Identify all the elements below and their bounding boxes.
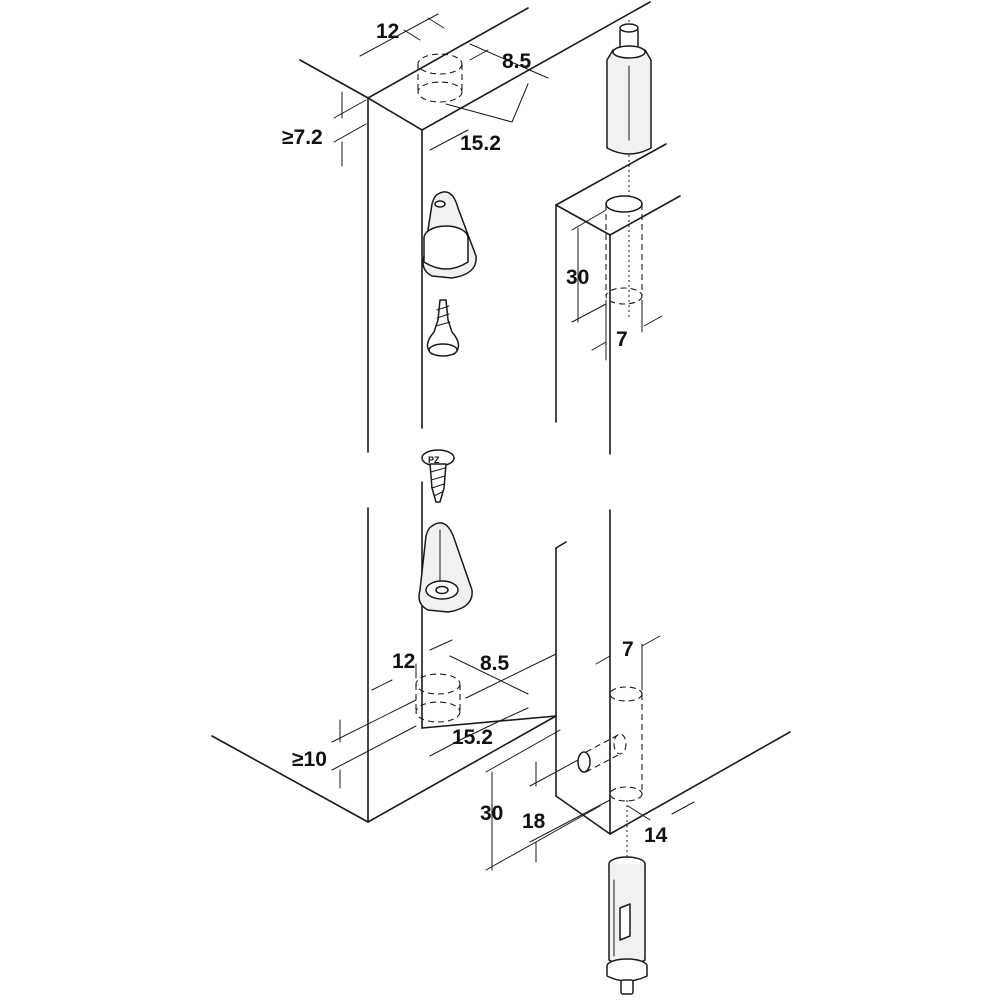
dim-top-bore-width: 12 [376,20,399,43]
bottom-dimensions: 12 8.5 15.2 ≥10 [292,639,557,789]
dim-bottom-offset: 15.2 [452,726,493,749]
dim-cross-bore-height: 18 [522,810,546,833]
upper-hinge-pin [606,20,652,320]
door-top-dimensions: 30 7 [566,209,663,361]
dim-door-bore-dia: 7 [616,328,628,351]
screw-head-mark: PZ [428,455,440,465]
dim-bottom-edge-min: ≥10 [292,748,327,771]
dim-edge-distance: 14 [644,824,668,847]
door-bottom-bores [577,686,643,802]
door-bottom-dimensions: 7 30 18 14 [480,635,695,871]
dim-bottom-bore-depth: 8.5 [480,652,510,675]
door-panel [555,143,791,835]
dim-bottom-bore-width: 12 [392,650,415,673]
top-dimensions: 12 8.5 15.2 ≥7.2 [282,13,549,167]
dim-top-bore-depth: 8.5 [502,50,532,73]
bottom-bore [415,673,461,723]
dim-top-edge-min: ≥7.2 [282,126,323,149]
lower-hinge-pin [606,800,648,995]
dim-lower-bore-depth: 30 [480,802,503,825]
upper-screw [426,299,460,357]
top-bore [417,53,463,103]
dim-top-offset: 15.2 [460,132,501,155]
door-top-bore [605,195,643,305]
cabinet-side-panel [211,1,651,823]
dim-door-bore-depth: 30 [566,266,589,289]
dim-lower-bore-dia: 7 [622,638,634,661]
lower-hinge-bracket [418,522,473,613]
lower-screw: PZ [421,449,455,503]
upper-hinge-bracket [422,191,477,279]
